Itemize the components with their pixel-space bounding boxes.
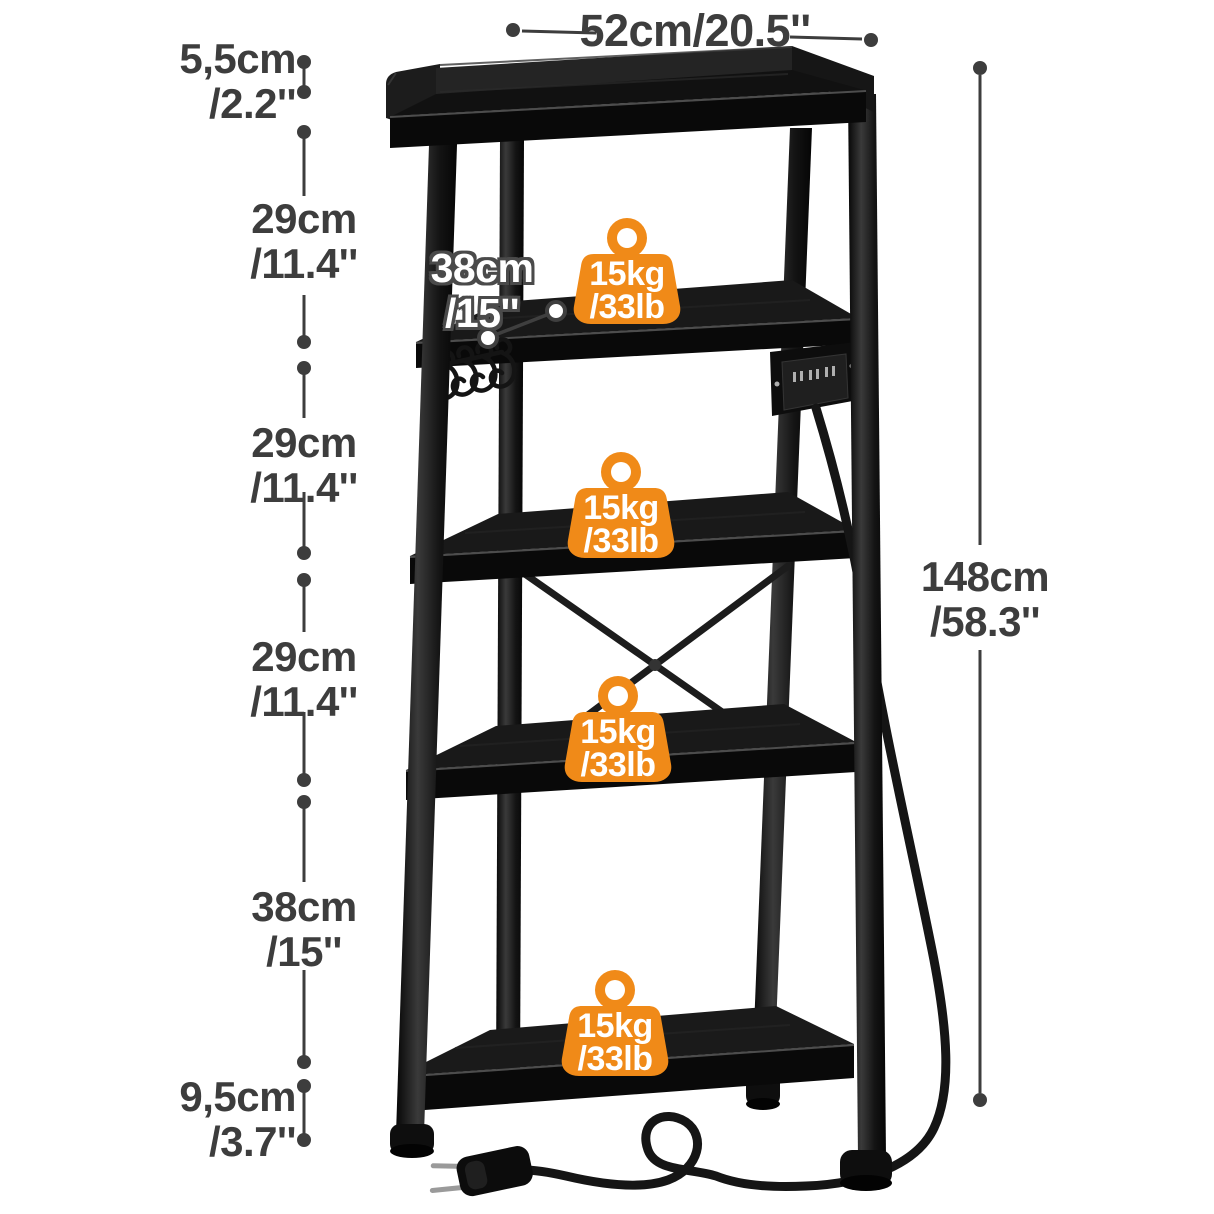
dim-label-depth: 38cm /15'': [382, 246, 582, 336]
dim-label-height: 148cm /58.3'': [880, 554, 1090, 644]
power-cord: [519, 403, 951, 1191]
dim-label-bottom-clearance: 9,5cm /3.7'': [140, 1074, 296, 1164]
badge-lb-text: /33lb: [583, 522, 659, 560]
dim-label-width: 52cm/20.5'': [560, 8, 830, 53]
dim-value-cm: 5,5cm: [179, 35, 296, 82]
badge-lb-text: /33lb: [577, 1040, 653, 1078]
weight-icon: [564, 676, 672, 782]
dim-label-tier-gap-3: 29cm /11.4'': [204, 634, 404, 724]
weight-capacity-badge: 15kg /33lb: [560, 970, 670, 1080]
dim-value-inch: /15'': [266, 928, 342, 975]
weight-icon: [561, 970, 669, 1076]
dim-value-cm: 29cm: [251, 633, 357, 680]
dimension-line-height: [973, 61, 987, 1107]
badge-lb-text: /33lb: [580, 746, 656, 784]
dim-label-tier-gap-4: 38cm /15'': [204, 884, 404, 974]
weight-capacity-badge: 15kg /33lb: [566, 452, 676, 562]
badge-kg-text: 15kg: [577, 1007, 653, 1045]
dim-value-cm: 9,5cm: [179, 1073, 296, 1120]
dim-label-top-lip-height: 5,5cm /2.2'': [140, 36, 296, 126]
dim-label-tier-gap-1: 29cm /11.4'': [204, 196, 404, 286]
dim-value-inch: /11.4'': [250, 240, 358, 287]
front-left-leg: [390, 115, 458, 1158]
back-right-leg: [746, 128, 812, 1110]
dimension-line-depth: [477, 300, 567, 349]
weight-icon: [567, 452, 675, 558]
weight-capacity-badge: 15kg /33lb: [572, 218, 682, 328]
badge-kg-text: 15kg: [580, 713, 656, 751]
badge-lb-text: /33lb: [589, 288, 665, 326]
badge-kg-text: 15kg: [583, 489, 659, 527]
power-plug: [429, 1146, 533, 1197]
dim-value-inch: /11.4'': [250, 678, 358, 725]
front-left-foot: [390, 1124, 434, 1158]
dim-value-inch: /58.3'': [930, 598, 1040, 645]
front-right-leg: [840, 94, 892, 1191]
dim-value-inch: /11.4'': [250, 464, 358, 511]
dim-label-tier-gap-2: 29cm /11.4'': [204, 420, 404, 510]
top-tray: [386, 46, 874, 148]
dim-width-text: 52cm/20.5'': [579, 5, 811, 56]
dim-value-inch: /15'': [445, 290, 520, 336]
dim-value-cm: 38cm: [430, 245, 534, 291]
dim-value-cm: 148cm: [920, 553, 1050, 600]
dimension-line-left: [297, 55, 311, 1147]
weight-icon: [573, 218, 681, 324]
dimension-line-width: [506, 23, 878, 47]
dim-value-cm: 29cm: [251, 419, 357, 466]
dim-value-cm: 29cm: [251, 195, 357, 242]
power-strip: [770, 342, 858, 416]
dim-value-inch: /3.7'': [208, 1118, 297, 1165]
front-right-foot: [840, 1150, 892, 1191]
dim-value-inch: /2.2'': [208, 80, 297, 127]
back-left-leg: [496, 140, 524, 1085]
weight-capacity-badge: 15kg /33lb: [563, 676, 673, 786]
dim-value-cm: 38cm: [251, 883, 357, 930]
badge-kg-text: 15kg: [589, 255, 665, 293]
